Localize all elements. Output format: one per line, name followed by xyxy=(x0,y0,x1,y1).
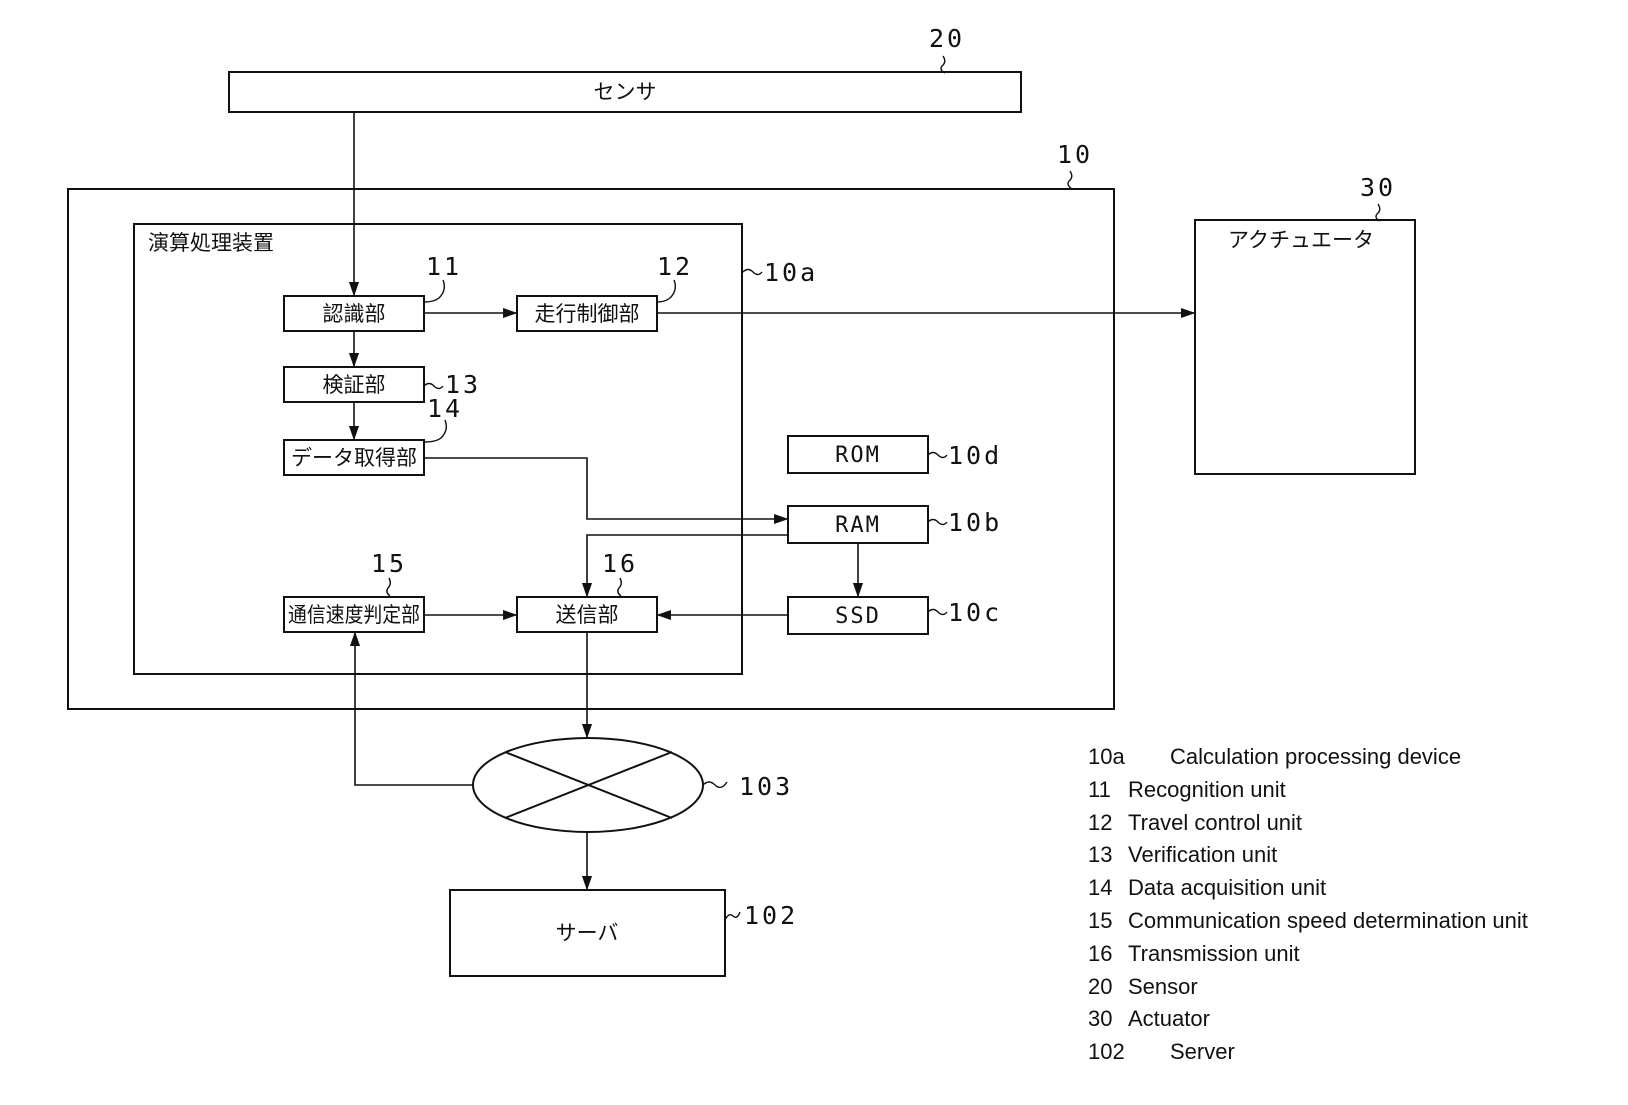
ref-10b: 10b xyxy=(948,508,1002,537)
ref-12: 12 xyxy=(657,252,693,281)
verification-label: 検証部 xyxy=(323,373,386,397)
legend-num: 10a xyxy=(1088,741,1170,774)
legend-item: 10aCalculation processing device xyxy=(1088,741,1528,774)
network-node xyxy=(473,738,703,832)
leader-10 xyxy=(1068,171,1072,189)
rom-label: ROM xyxy=(835,443,881,468)
ref-20: 20 xyxy=(929,24,965,53)
leader-11 xyxy=(424,280,444,302)
leader-14 xyxy=(424,420,446,442)
leader-103 xyxy=(703,782,727,787)
travel-control-label: 走行制御部 xyxy=(535,302,640,326)
legend-num: 11 xyxy=(1088,774,1128,807)
legend-item: 102Server xyxy=(1088,1036,1528,1069)
legend-item: 11Recognition unit xyxy=(1088,774,1528,807)
leader-102 xyxy=(725,912,740,920)
legend-item: 13Verification unit xyxy=(1088,839,1528,872)
ref-102: 102 xyxy=(744,901,798,930)
ref-10c: 10c xyxy=(948,598,1002,627)
actuator-box xyxy=(1195,220,1415,474)
leader-15 xyxy=(387,578,390,596)
leader-10c xyxy=(928,610,947,615)
legend-text: Actuator xyxy=(1128,1006,1210,1031)
calc-device-box xyxy=(134,224,742,674)
ref-11: 11 xyxy=(426,252,462,281)
recognition-label: 認識部 xyxy=(323,302,386,326)
leader-16 xyxy=(618,578,621,596)
ref-103: 103 xyxy=(739,772,793,801)
legend-num: 14 xyxy=(1088,872,1128,905)
ref-16: 16 xyxy=(602,549,638,578)
ref-14: 14 xyxy=(427,394,463,423)
leader-13 xyxy=(424,384,443,389)
leader-10a xyxy=(743,270,762,275)
data-acquisition-to-ram-arrow xyxy=(424,458,787,519)
transmission-label: 送信部 xyxy=(556,603,619,627)
ref-30: 30 xyxy=(1360,173,1396,202)
ref-10d: 10d xyxy=(948,441,1002,470)
legend-text: Calculation processing device xyxy=(1170,744,1461,769)
leader-10b xyxy=(928,520,947,525)
comm-speed-label: 通信速度判定部 xyxy=(288,603,420,627)
leader-10d xyxy=(928,453,947,458)
data-acquisition-label: データ取得部 xyxy=(291,446,417,470)
calc-device-label: 演算処理装置 xyxy=(148,231,274,255)
legend-num: 102 xyxy=(1088,1036,1170,1069)
reference-legend: 10aCalculation processing device 11Recog… xyxy=(1088,741,1528,1069)
ssd-label: SSD xyxy=(835,604,881,629)
ref-15: 15 xyxy=(371,549,407,578)
legend-num: 16 xyxy=(1088,938,1128,971)
server-label: サーバ xyxy=(556,921,619,945)
legend-item: 16Transmission unit xyxy=(1088,938,1528,971)
legend-item: 30Actuator xyxy=(1088,1003,1528,1036)
legend-text: Server xyxy=(1170,1039,1235,1064)
sensor-label: センサ xyxy=(594,80,657,104)
ram-label: RAM xyxy=(835,513,881,538)
legend-text: Verification unit xyxy=(1128,842,1277,867)
legend-text: Sensor xyxy=(1128,974,1198,999)
legend-num: 20 xyxy=(1088,971,1128,1004)
legend-item: 12Travel control unit xyxy=(1088,807,1528,840)
legend-text: Travel control unit xyxy=(1128,810,1302,835)
legend-item: 14Data acquisition unit xyxy=(1088,872,1528,905)
legend-num: 13 xyxy=(1088,839,1128,872)
legend-item: 15Communication speed determination unit xyxy=(1088,905,1528,938)
legend-text: Recognition unit xyxy=(1128,777,1286,802)
legend-text: Transmission unit xyxy=(1128,941,1300,966)
ref-10a: 10a xyxy=(764,258,818,287)
ref-10: 10 xyxy=(1057,140,1093,169)
leader-20 xyxy=(941,56,945,73)
legend-text: Communication speed determination unit xyxy=(1128,908,1528,933)
actuator-label: アクチュエータ xyxy=(1228,228,1374,252)
legend-num: 30 xyxy=(1088,1003,1128,1036)
legend-item: 20Sensor xyxy=(1088,971,1528,1004)
legend-num: 15 xyxy=(1088,905,1128,938)
legend-num: 12 xyxy=(1088,807,1128,840)
leader-12 xyxy=(657,280,675,302)
legend-text: Data acquisition unit xyxy=(1128,875,1326,900)
leader-30 xyxy=(1376,204,1380,221)
